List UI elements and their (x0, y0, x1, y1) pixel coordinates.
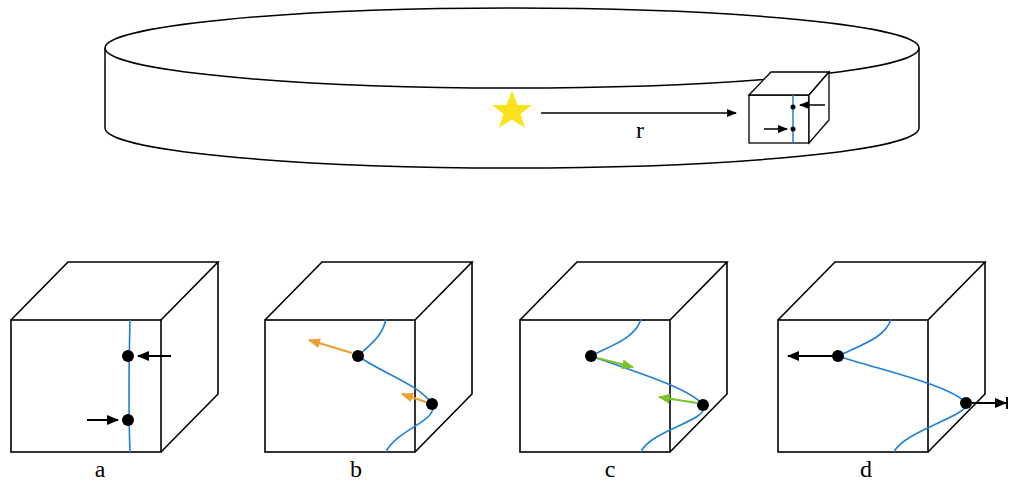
panel-label: b (350, 457, 362, 481)
particle (791, 127, 796, 132)
particles (122, 350, 972, 426)
force-arrow (764, 128, 787, 130)
radius-label: r (636, 118, 644, 142)
small-cube (749, 72, 829, 143)
field-line (792, 95, 794, 143)
force-arrow (800, 104, 825, 106)
field-lines (129, 319, 967, 452)
panel-label: a (95, 457, 106, 481)
particle (791, 105, 796, 110)
force-arrows (87, 340, 1007, 420)
galaxy-disk (105, 8, 919, 168)
cube-outlines (11, 262, 985, 452)
star (492, 91, 532, 128)
panel-label: d (860, 457, 872, 481)
radius-arrow (541, 112, 736, 113)
panel-label: c (605, 457, 616, 481)
